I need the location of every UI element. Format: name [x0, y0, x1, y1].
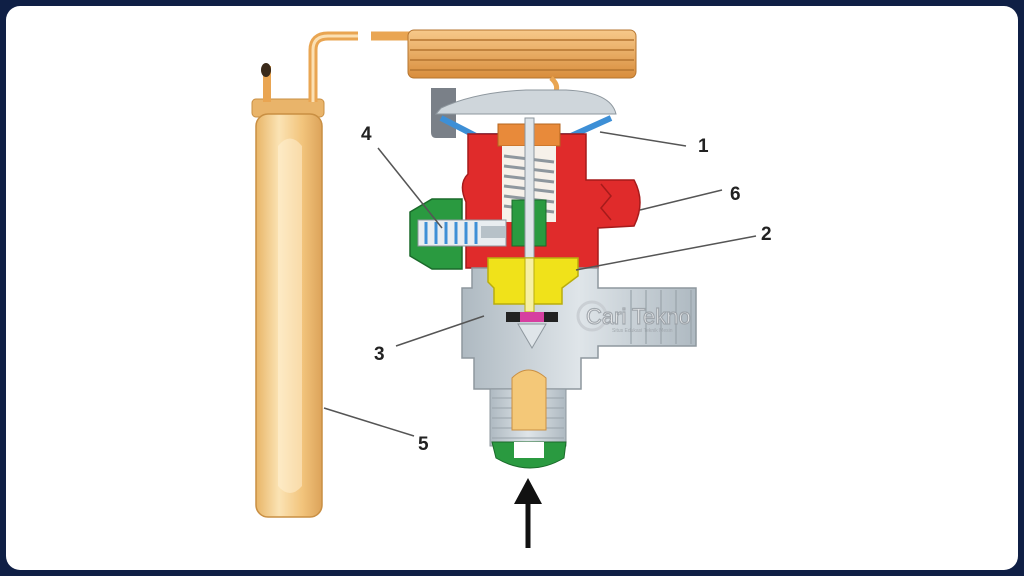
superheat-adjuster	[409, 198, 507, 270]
watermark-brand: Cari Tekno	[586, 304, 691, 329]
leader-lines	[323, 131, 757, 437]
watermark: Cari Tekno Situs Edukasi Teknik Mesin	[576, 300, 691, 334]
callout-6: 6	[730, 184, 741, 205]
expansion-valve-diagram: Cari Tekno Situs Edukasi Teknik Mesin 1 …	[251, 29, 772, 548]
diagram-frame: Cari Tekno Situs Edukasi Teknik Mesin 1 …	[6, 6, 1018, 570]
callout-2: 2	[761, 224, 772, 245]
leader-4	[377, 147, 443, 229]
leader-1	[599, 131, 687, 147]
capillary-coil	[407, 29, 637, 107]
spring-chamber	[497, 117, 561, 324]
leader-6	[639, 189, 723, 211]
valve-seat	[506, 312, 558, 349]
leader-5	[323, 407, 415, 437]
callout-5: 5	[418, 434, 429, 455]
diaphragm-cover	[431, 88, 617, 139]
callout-4: 4	[361, 124, 372, 145]
leader-2	[575, 235, 757, 271]
leader-3	[395, 315, 485, 347]
inlet-strainer	[491, 369, 567, 469]
flow-arrow	[514, 478, 542, 548]
watermark-tagline: Situs Edukasi Teknik Mesin	[612, 328, 673, 334]
sensing-bulb	[251, 63, 325, 518]
callout-1: 1	[698, 136, 709, 157]
callout-3: 3	[374, 344, 385, 365]
